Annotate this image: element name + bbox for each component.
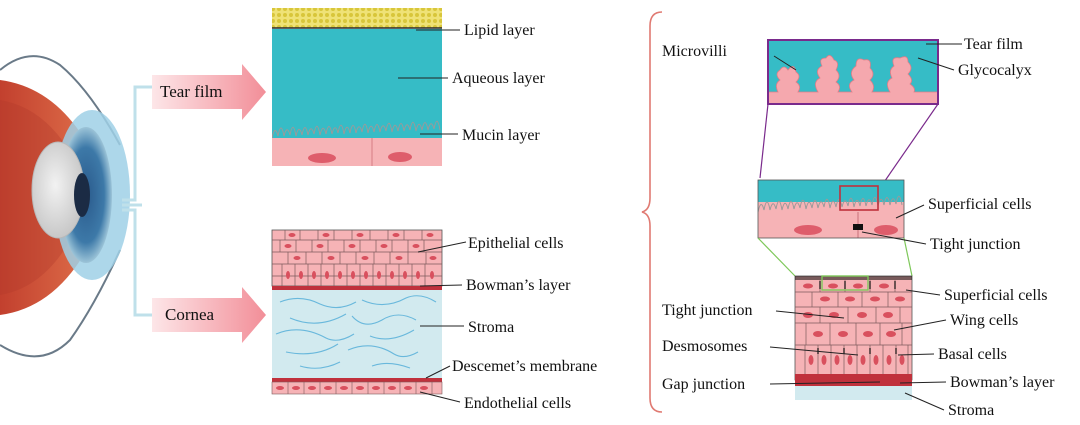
endothelial-cells-label: Endothelial cells — [464, 395, 572, 412]
desmosomes-label: Desmosomes — [662, 338, 748, 355]
stroma-detail-label: Stroma — [948, 402, 995, 419]
zoom-box-green — [821, 275, 869, 291]
tear-film-arrow — [152, 64, 266, 120]
pupil — [74, 173, 90, 217]
mucin-layer-label: Mucin layer — [462, 127, 540, 144]
descemet-membrane-label: Descemet’s membrane — [452, 358, 598, 375]
cornea-arrow — [152, 287, 266, 343]
wing-cells-label: Wing cells — [950, 312, 1019, 329]
glycocalyx-label: Glycocalyx — [958, 62, 1032, 79]
leaders-middle — [398, 29, 467, 403]
eye-illustration — [0, 55, 130, 358]
gap-junction-label: Gap junction — [662, 376, 746, 393]
superficial-cells-mid-label: Superficial cells — [928, 196, 1032, 213]
tight-junction-mid-label: Tight junction — [930, 236, 1021, 253]
bowman-layer-detail-label: Bowman’s layer — [950, 374, 1055, 391]
eye-connectors — [122, 85, 152, 317]
microvilli-label: Microvilli — [662, 43, 727, 60]
lipid-layer-label: Lipid layer — [464, 22, 535, 39]
superficial-cells-label: Superficial cells — [944, 287, 1048, 304]
cornea-panel — [271, 229, 443, 395]
epithelium-detail — [794, 275, 913, 400]
stroma-label: Stroma — [468, 319, 515, 336]
leaders-right — [769, 43, 962, 411]
epithelial-cells-label: Epithelial cells — [468, 235, 564, 252]
microvilli-frame — [767, 39, 939, 105]
microvilli-detail — [759, 39, 939, 189]
zoom-box-red — [839, 185, 879, 211]
tight-junction-label: Tight junction — [662, 302, 753, 319]
tear-film-detail-label: Tear film — [964, 36, 1023, 53]
bowman-layer-label: Bowman’s layer — [466, 277, 571, 294]
tear-film-panel — [272, 8, 442, 166]
basal-cells-label: Basal cells — [938, 346, 1007, 363]
bracket — [641, 11, 663, 413]
surface-cells-detail — [757, 179, 913, 277]
cornea-arrow-label: Cornea — [165, 305, 215, 324]
eyelid-lower — [0, 249, 121, 358]
aqueous-layer-label: Aqueous layer — [452, 70, 545, 87]
tear-film-arrow-label: Tear film — [160, 82, 223, 101]
